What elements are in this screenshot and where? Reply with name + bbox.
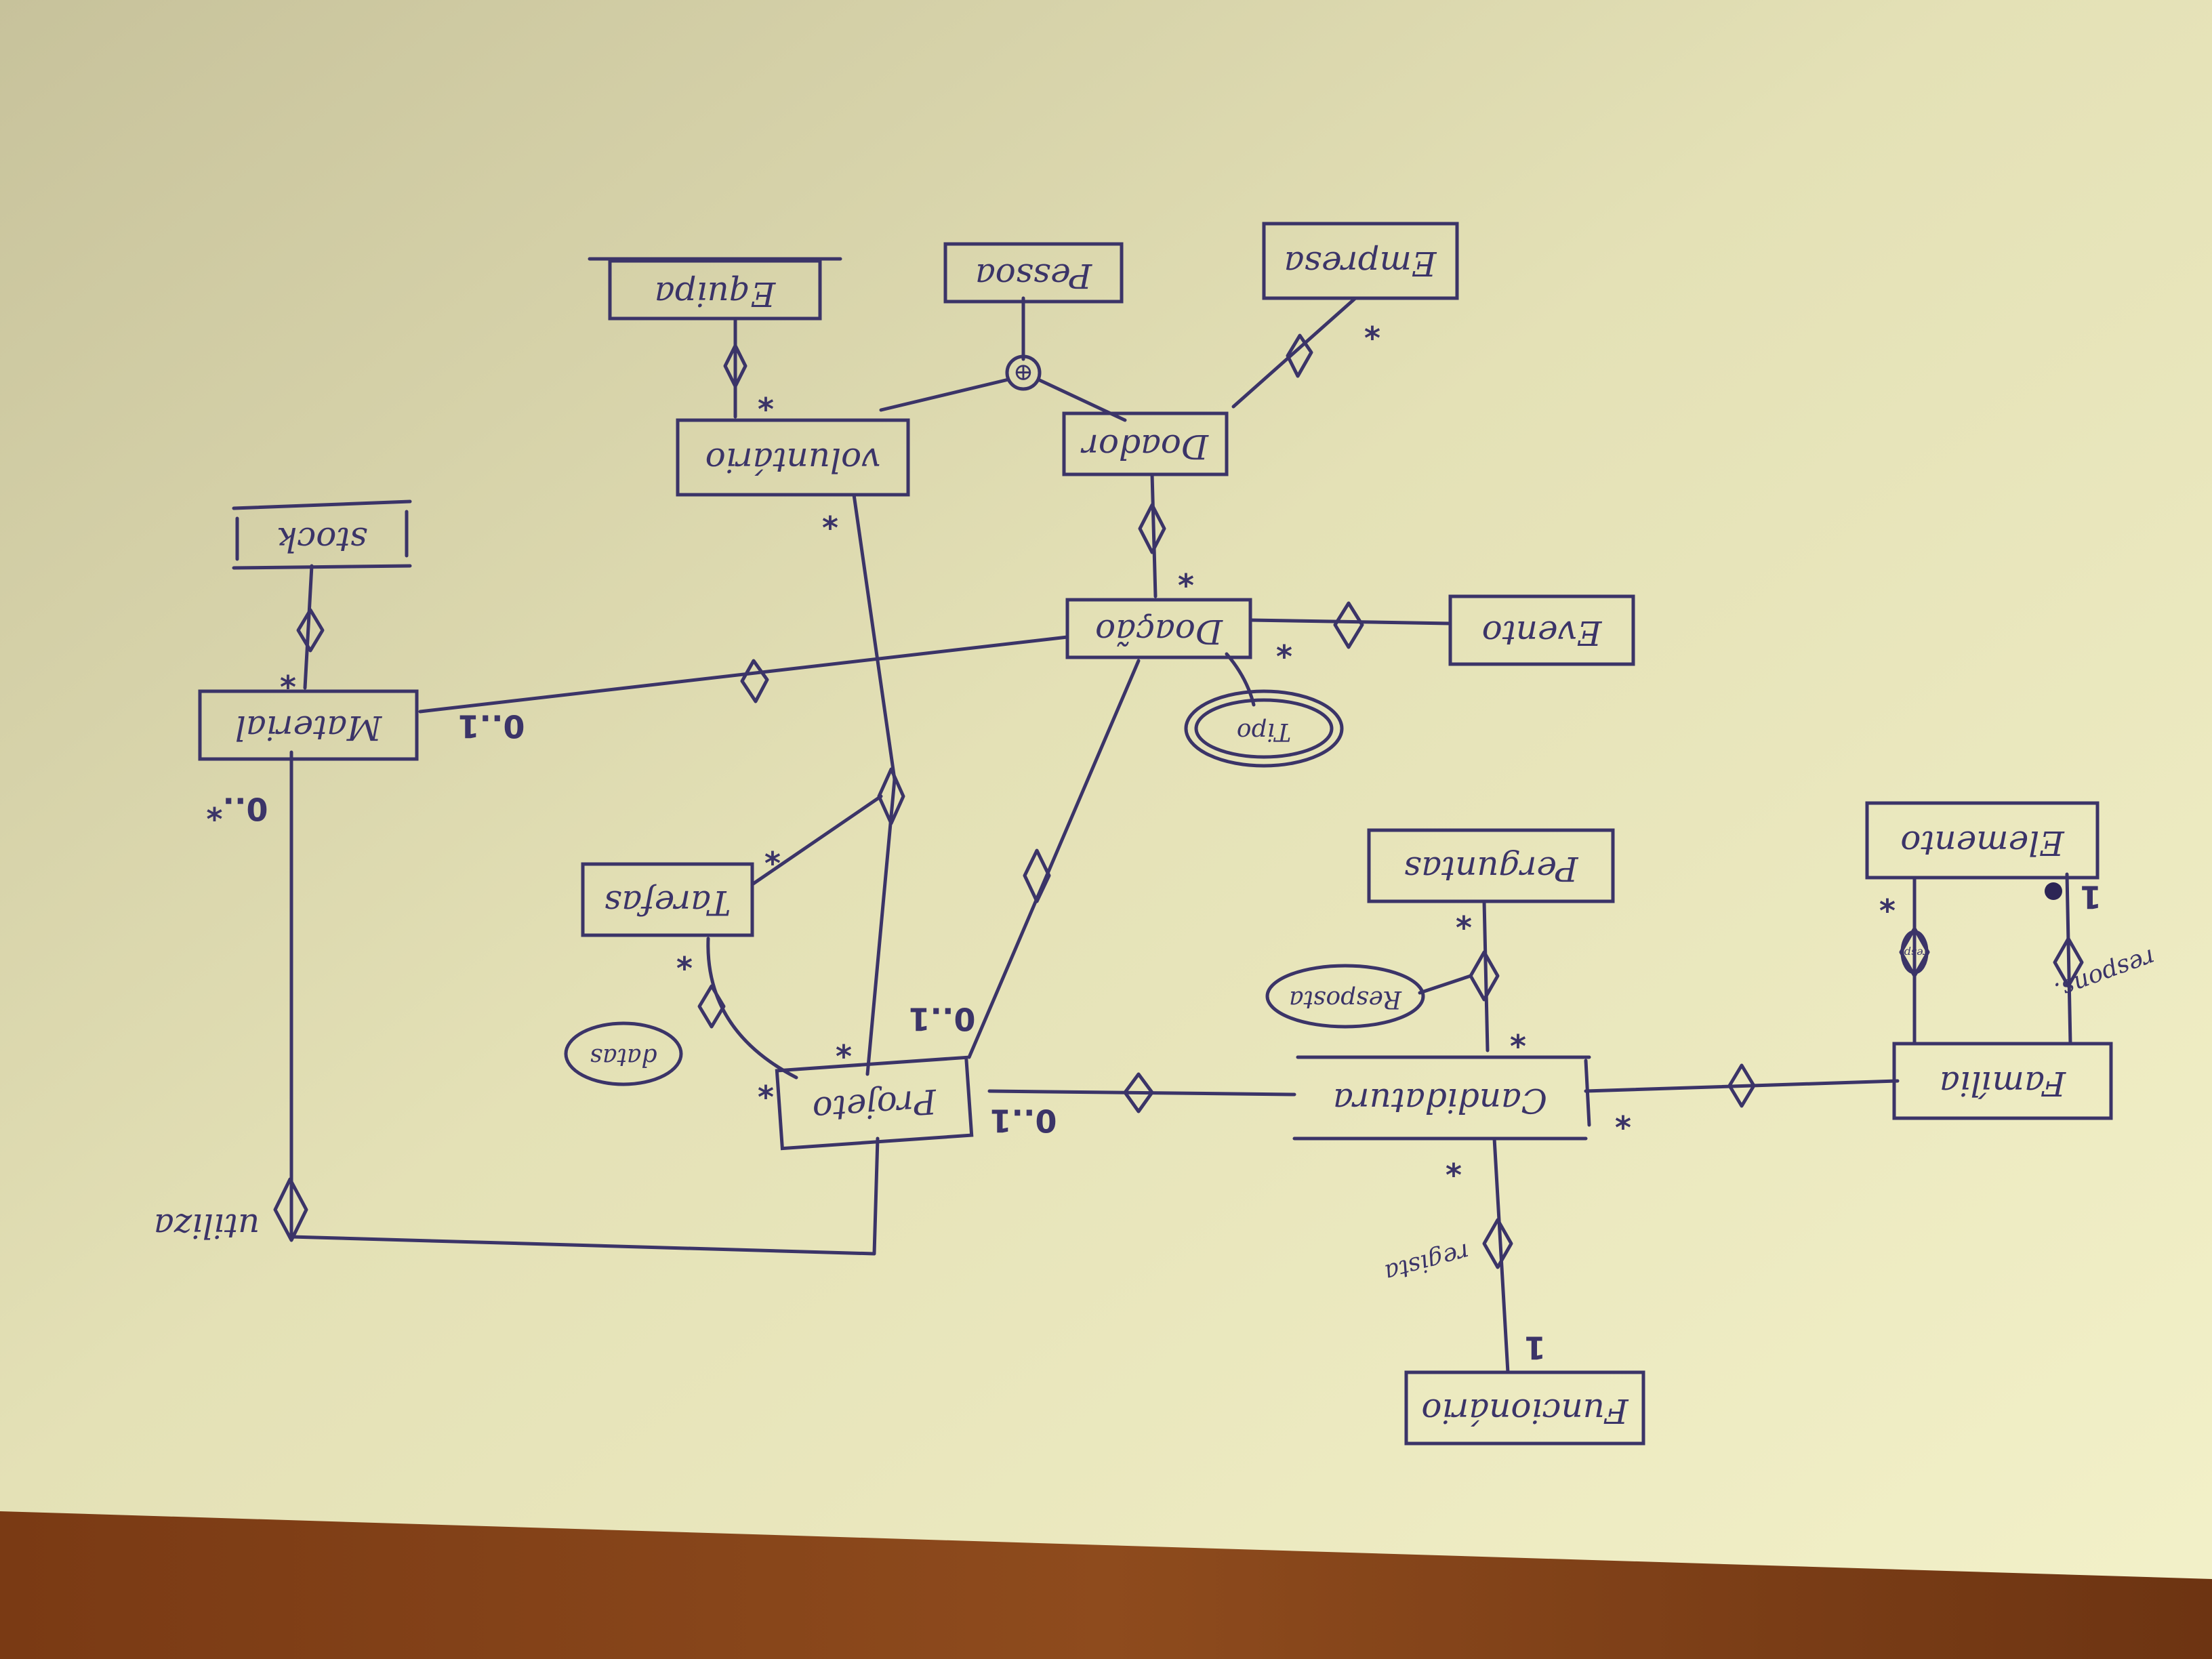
mult-material-doacao: 0..1 bbox=[458, 708, 525, 745]
inheritance-symbol: ⊕ bbox=[1013, 359, 1033, 386]
mult-funcionario-candidatura: 1 bbox=[1524, 1330, 1546, 1366]
class-label: Doador bbox=[1080, 427, 1209, 466]
diamond-stock-material bbox=[296, 608, 325, 653]
class-elemento: Elemento bbox=[1865, 801, 2100, 880]
mult-projeto-tarefas: * bbox=[758, 1069, 774, 1105]
class-label: Tarefas bbox=[605, 883, 731, 922]
diamond-projeto-candidatura bbox=[1123, 1072, 1154, 1113]
mult-candidatura-funcionario: * bbox=[1446, 1147, 1462, 1183]
diamond-doador-doacao bbox=[1138, 503, 1166, 554]
class-label: Elemento bbox=[1900, 823, 2064, 863]
composition-dot bbox=[2045, 882, 2062, 900]
class-label: Projeto bbox=[811, 1082, 939, 1130]
aggregation-diamonds bbox=[273, 333, 2084, 1269]
diamond-familia-elemento-right bbox=[2053, 937, 2084, 988]
class-projeto: Projeto bbox=[775, 1055, 974, 1151]
table-surface bbox=[0, 1511, 2212, 1659]
attribute-label: datas bbox=[590, 1043, 657, 1071]
class-label: Equipa bbox=[655, 274, 777, 314]
class-label: voluntário bbox=[705, 441, 881, 480]
class-label: Família bbox=[1940, 1064, 2066, 1103]
class-label: Doação bbox=[1095, 612, 1223, 651]
diamond-doacao-projeto bbox=[1023, 848, 1051, 903]
class-label: stock bbox=[276, 520, 367, 559]
attribute-resposta: Resposta bbox=[1265, 964, 1425, 1029]
class-doacao: Doação bbox=[1065, 598, 1252, 659]
class-label: Funcionário bbox=[1421, 1391, 1629, 1431]
diamond-empresa-doador bbox=[1286, 333, 1313, 378]
class-doador: Doador bbox=[1062, 411, 1229, 476]
mult-elemento-familia-right: 1 bbox=[2080, 879, 2102, 916]
class-equipa: Equipa bbox=[588, 257, 842, 321]
mult-projeto-voluntario: * bbox=[836, 1028, 852, 1065]
diamond-candidatura-funcionario bbox=[1482, 1218, 1513, 1269]
diamond-doacao-evento bbox=[1333, 601, 1364, 649]
attribute-label: resp. bbox=[1901, 947, 1929, 960]
class-tarefas: Tarefas bbox=[581, 862, 754, 937]
class-familia: Família bbox=[1892, 1042, 2113, 1120]
class-perguntas: Perguntas bbox=[1367, 828, 1615, 903]
class-label: Evento bbox=[1482, 613, 1603, 653]
mult-voluntario-projeto: * bbox=[822, 499, 838, 536]
mult-candidatura-familia: * bbox=[1615, 1099, 1631, 1136]
mult-doador-doacao: * bbox=[1178, 557, 1194, 594]
attribute-resp: resp. bbox=[1900, 930, 1929, 975]
class-label: Candidatura bbox=[1333, 1081, 1547, 1120]
multiplicities: * * * * * 0..1 0..* * * * * * 0..1 0..1 … bbox=[206, 310, 2102, 1366]
class-empresa: Empresa bbox=[1262, 222, 1459, 300]
diamond-tarefas-projeto bbox=[697, 984, 726, 1029]
role-utiliza: utiliza bbox=[154, 1206, 260, 1246]
class-material: Material bbox=[198, 689, 419, 761]
class-label: Pessoa bbox=[975, 256, 1092, 295]
mult-stock-material: * bbox=[280, 659, 296, 695]
class-evento: Evento bbox=[1448, 594, 1635, 666]
class-candidatura: Candidatura bbox=[1292, 1055, 1591, 1141]
diamond-material-projeto bbox=[273, 1177, 308, 1242]
diamond-candidatura-familia bbox=[1727, 1063, 1756, 1108]
attribute-label: Resposta bbox=[1289, 985, 1402, 1013]
class-label: Material bbox=[235, 708, 382, 747]
attribute-datas: datas bbox=[564, 1021, 683, 1086]
inheritance-circle bbox=[1005, 354, 1042, 391]
class-funcionario: Funcionário bbox=[1404, 1370, 1645, 1446]
mult-projeto-doacao: 0..1 bbox=[909, 1001, 976, 1038]
diamond-familia-elemento-left bbox=[1899, 926, 1930, 978]
mult-elemento-familia-left: * bbox=[1879, 882, 1896, 919]
class-stock: stock bbox=[232, 499, 412, 570]
mult-projeto-candidatura: 0..1 bbox=[990, 1103, 1057, 1139]
mult-material-projeto: 0..* bbox=[206, 791, 268, 827]
mult-tarefas-voluntario: * bbox=[764, 835, 781, 872]
class-label: Perguntas bbox=[1404, 849, 1579, 888]
mult-candidatura-perguntas: * bbox=[1456, 899, 1472, 936]
mult-tarefas-projeto: * bbox=[676, 940, 693, 977]
class-pessoa: Pessoa bbox=[943, 242, 1124, 304]
diamond-equipa-voluntario bbox=[723, 344, 747, 388]
mult-perguntas-candidatura: * bbox=[1510, 1018, 1526, 1054]
attribute-tipo: Tipo bbox=[1184, 689, 1344, 768]
class-voluntario: voluntário bbox=[676, 418, 910, 497]
mult-equipa-voluntario: * bbox=[758, 381, 774, 417]
diamond-voluntario-tarefas bbox=[877, 767, 905, 825]
diamond-doacao-material bbox=[740, 659, 769, 703]
attribute-label: Tipo bbox=[1237, 718, 1291, 745]
mult-empresa-doador: * bbox=[1364, 310, 1380, 346]
class-label: Empresa bbox=[1284, 244, 1437, 283]
diamond-candidatura-perguntas bbox=[1469, 950, 1500, 1002]
mult-doacao-evento: * bbox=[1276, 628, 1292, 665]
